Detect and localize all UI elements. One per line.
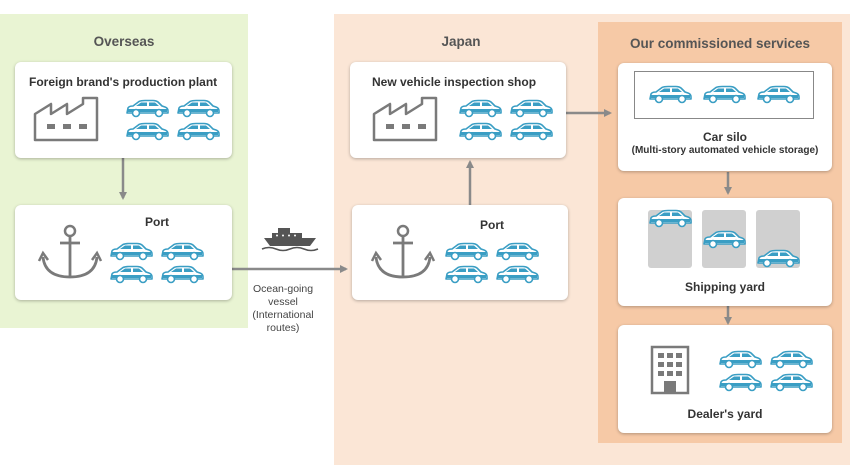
shipping-card: Shipping yard xyxy=(618,198,832,306)
car-group xyxy=(459,99,553,141)
vessel-caption-line: Ocean-going xyxy=(252,283,314,295)
car-icon xyxy=(161,242,204,261)
anchor-icon xyxy=(370,224,436,279)
car-icon xyxy=(719,350,762,369)
vessel-caption-line: routes) xyxy=(266,322,300,334)
shipping-label: Shipping yard xyxy=(684,280,765,294)
silo-card: Car silo (Multi-story automated vehicle … xyxy=(618,63,832,171)
factory-icon xyxy=(33,96,99,142)
anchor-icon xyxy=(37,224,103,279)
car-group xyxy=(126,99,220,141)
silo-label: Car silo xyxy=(702,130,747,144)
car-group xyxy=(649,209,800,268)
japan-port-label: Port xyxy=(480,218,504,232)
dealer-label: Dealer's yard xyxy=(687,407,763,421)
services-title: Our commissioned services xyxy=(629,36,811,51)
overseas-port-label: Port xyxy=(145,215,169,229)
car-icon xyxy=(445,265,488,284)
car-icon xyxy=(496,242,539,261)
car-icon xyxy=(161,265,204,284)
car-icon xyxy=(703,230,746,249)
silo-sublabel: (Multi-story automated vehicle storage) xyxy=(631,145,819,156)
car-icon xyxy=(459,122,502,141)
inspection-label: New vehicle inspection shop xyxy=(372,75,537,89)
car-icon xyxy=(770,373,813,392)
overseas-port-card: Port xyxy=(15,205,232,300)
overseas-title: Overseas xyxy=(93,34,155,49)
car-icon xyxy=(126,122,169,141)
car-icon xyxy=(649,85,692,104)
car-icon xyxy=(459,99,502,118)
inspection-card: New vehicle inspection shop xyxy=(350,62,566,158)
factory-icon xyxy=(372,96,438,142)
car-icon xyxy=(510,122,553,141)
car-icon xyxy=(126,99,169,118)
car-icon xyxy=(649,209,692,228)
car-icon xyxy=(177,99,220,118)
building-icon xyxy=(650,345,690,395)
car-icon xyxy=(445,242,488,261)
car-icon xyxy=(510,99,553,118)
vessel-caption: Ocean-going vessel (International routes… xyxy=(244,283,322,335)
car-icon xyxy=(496,265,539,284)
car-icon xyxy=(719,373,762,392)
car-icon xyxy=(703,85,746,104)
japan-port-card: Port xyxy=(352,205,568,300)
car-group xyxy=(719,350,813,392)
dealer-card: Dealer's yard xyxy=(618,325,832,433)
vessel-caption-line: (International xyxy=(252,309,314,321)
plant-label: Foreign brand's production plant xyxy=(29,75,218,89)
car-group xyxy=(649,85,800,104)
ship-icon xyxy=(261,228,319,252)
car-icon xyxy=(757,85,800,104)
vessel-caption-line: vessel xyxy=(268,296,298,308)
japan-title: Japan xyxy=(441,34,481,49)
car-icon xyxy=(770,350,813,369)
plant-card: Foreign brand's production plant xyxy=(15,62,232,158)
car-icon xyxy=(177,122,220,141)
car-icon xyxy=(757,249,800,268)
car-icon xyxy=(110,242,153,261)
car-group xyxy=(110,242,204,284)
car-group xyxy=(445,242,539,284)
car-icon xyxy=(110,265,153,284)
